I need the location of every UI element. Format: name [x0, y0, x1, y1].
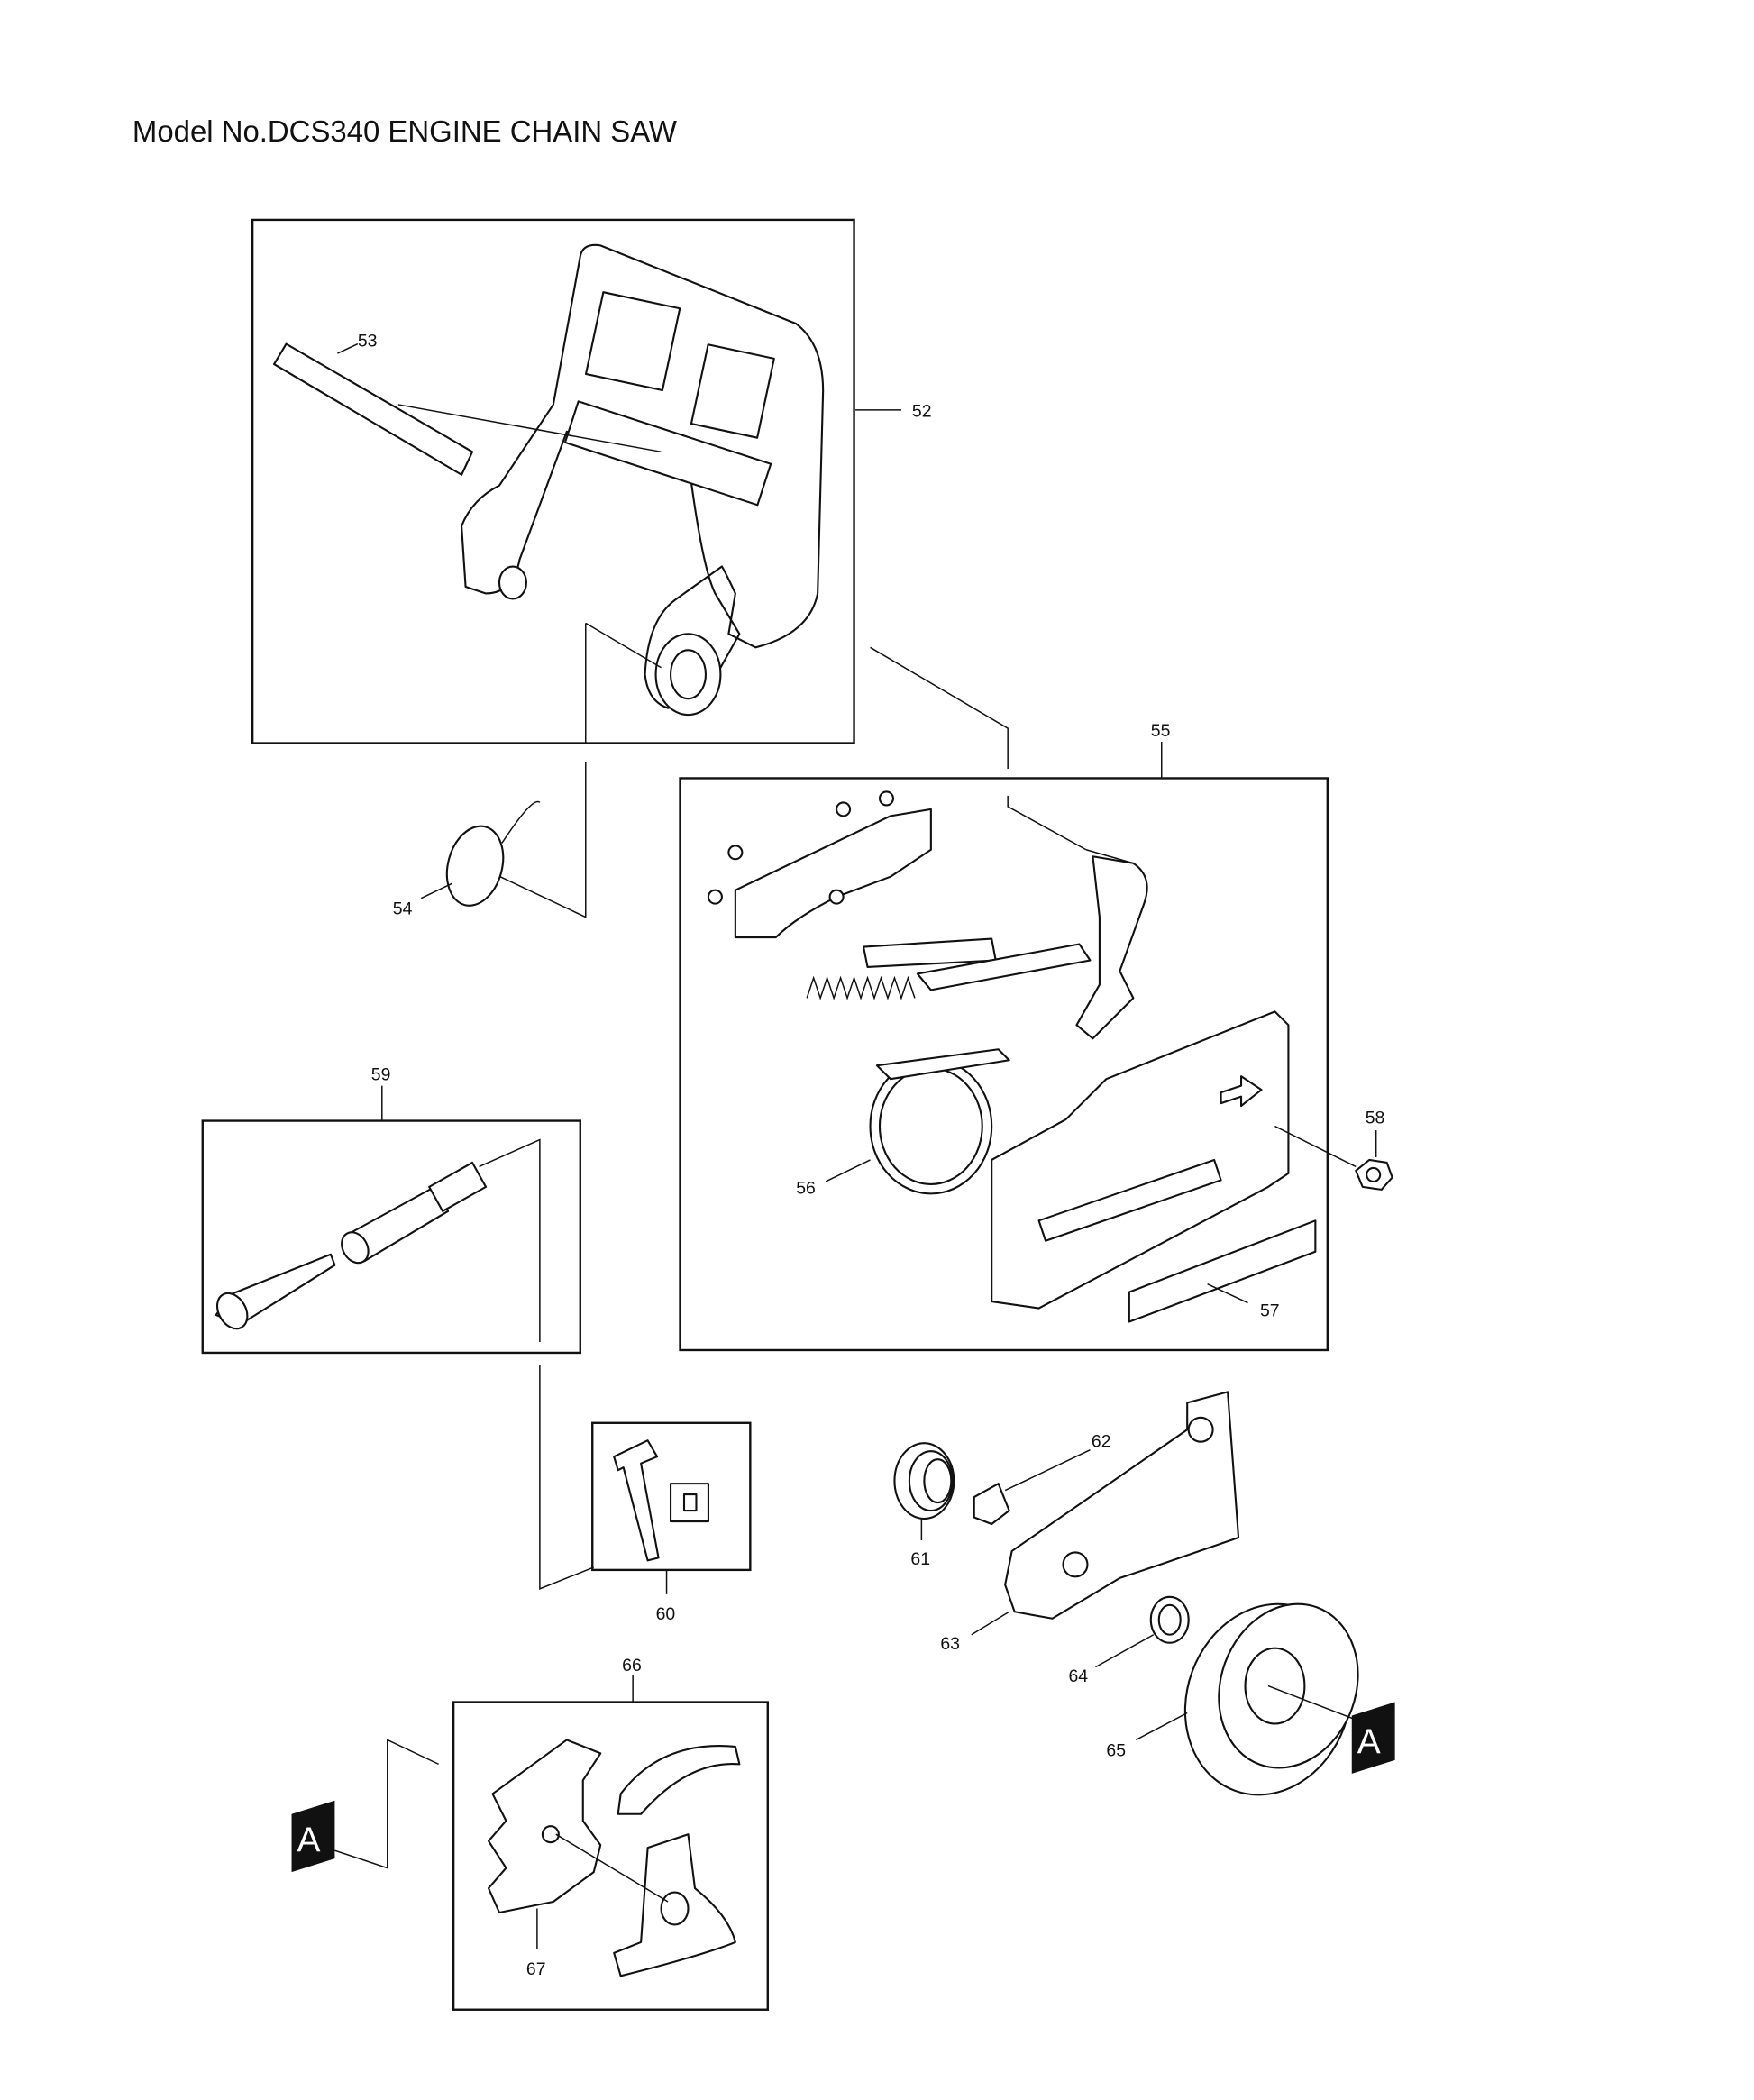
group-hand-guard: 53 52: [251, 218, 932, 744]
clutch-drum-hub: [1244, 1647, 1306, 1725]
circlip-54: 54: [393, 800, 541, 919]
adjuster-knob: [215, 1292, 249, 1330]
group-box-59: [201, 1119, 581, 1355]
brake-link: [916, 943, 1092, 991]
part-number-55: 55: [1151, 721, 1171, 741]
reference-marker-a-left: A: [291, 1800, 335, 1873]
part-number-53: 53: [358, 332, 378, 352]
part-number-54: 54: [393, 899, 413, 919]
brake-band-tab: [875, 1048, 1010, 1081]
clutch-shoe: [487, 1739, 602, 1914]
clutch-shoe-hole: [660, 1891, 690, 1926]
hand-guard-bushing-hole: [669, 649, 707, 700]
nut-58: 58: [1355, 1109, 1393, 1191]
screw: [828, 889, 845, 905]
group-chain-brake: 55 56 57: [679, 721, 1357, 1352]
page-title: Model No.DCS340 ENGINE CHAIN SAW: [132, 114, 677, 148]
sleeve-end: [341, 1231, 370, 1265]
plate-hole: [1187, 1416, 1214, 1443]
screw: [727, 845, 744, 861]
part-number-59: 59: [371, 1065, 391, 1085]
brake-bracket: [734, 808, 932, 939]
group-box-55: [679, 777, 1329, 1352]
hand-guard-pin: [498, 565, 527, 600]
part-number-62: 62: [1092, 1432, 1111, 1452]
bar-stud: [613, 1439, 660, 1562]
hand-guard-window: [690, 343, 775, 439]
reference-marker-a: A: [297, 1822, 321, 1860]
circlip-part: [445, 825, 505, 907]
brake-lever: [1075, 855, 1148, 1040]
group-box-66: [452, 1701, 769, 2011]
reference-marker-a-right: A: [1351, 1702, 1395, 1774]
hand-guard-label-area: [563, 400, 772, 507]
part-number-56: 56: [796, 1178, 816, 1198]
part-number-64: 64: [1068, 1666, 1088, 1686]
part-number-66: 66: [622, 1656, 642, 1675]
nut-block-slot: [682, 1493, 698, 1512]
part-number-60: 60: [656, 1604, 676, 1624]
cover-label-area: [1037, 1158, 1222, 1242]
plate-hole: [1062, 1551, 1089, 1578]
reference-marker-a: A: [1357, 1722, 1381, 1761]
group-box-60: [591, 1421, 752, 1572]
brake-band-inner: [878, 1067, 983, 1185]
group-chain-adjuster: 59: [201, 1065, 581, 1355]
washer-64-hole: [1157, 1603, 1182, 1636]
part-number-61: 61: [910, 1549, 930, 1569]
label-plate-53: [273, 342, 474, 476]
group-clutch-parts: 61 62 63 64 65: [893, 1391, 1359, 1796]
clutch-shoe-hole: [541, 1825, 560, 1844]
part-number-58: 58: [1366, 1109, 1385, 1128]
part-number-63: 63: [940, 1634, 960, 1654]
group-box-52: [251, 218, 855, 744]
label-plate-57: [1128, 1219, 1317, 1323]
part-number-52: 52: [912, 401, 932, 421]
pin-62: [973, 1483, 1010, 1526]
hand-guard-window: [584, 291, 681, 392]
clutch-shoe: [617, 1745, 741, 1815]
screw: [878, 790, 895, 807]
group-clutch: 66 67: [452, 1656, 769, 2011]
screw: [836, 801, 852, 817]
direction-arrow: [1220, 1075, 1263, 1108]
nut-hole: [1366, 1166, 1382, 1182]
part-number-65: 65: [1106, 1740, 1126, 1760]
brake-spring: [806, 975, 916, 1000]
screw: [707, 889, 723, 905]
spring-61-coil: [923, 1458, 953, 1504]
group-bar-stud: 60: [591, 1421, 752, 1624]
part-number-67: 67: [526, 1959, 546, 1979]
adjuster-pin: [428, 1161, 488, 1212]
part-number-57: 57: [1260, 1301, 1280, 1321]
